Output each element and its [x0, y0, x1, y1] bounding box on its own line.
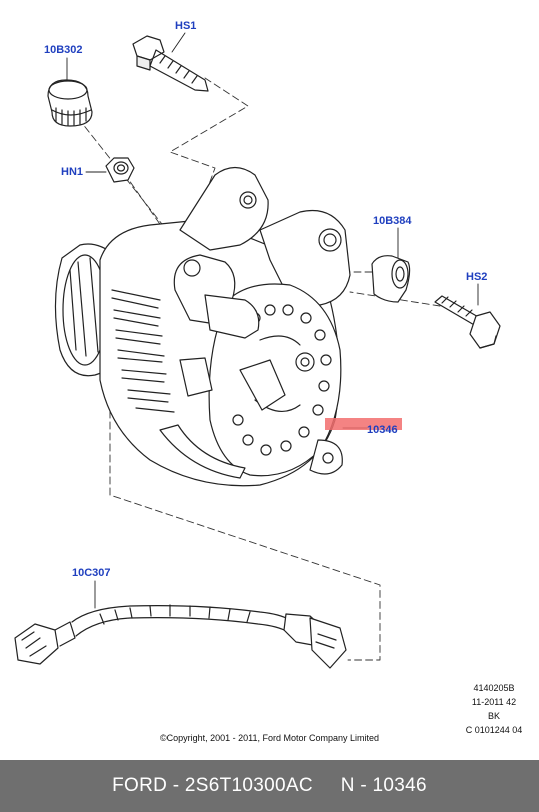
bolt-hs1-icon [132, 35, 209, 92]
alternator-body [54, 166, 351, 487]
callout-10b384: 10B384 [373, 215, 412, 227]
callout-10c307: 10C307 [72, 567, 111, 579]
ref-code-2: 11-2011 42 [471, 697, 517, 707]
ref-code-1: 4140205B [473, 683, 515, 693]
ref-code-4: C 0101244 04 [465, 725, 523, 735]
callout-10b302: 10B302 [44, 44, 83, 56]
bolt-hs2-icon [434, 295, 501, 349]
callout-hs1: HS1 [175, 20, 197, 32]
nut-hn1-icon [105, 157, 135, 183]
exploded-parts-diagram [14, 32, 501, 669]
callout-10346: 10346 [367, 424, 398, 436]
cap-10b302-icon [47, 79, 93, 127]
copyright-notice: ©Copyright, 2001 - 2011, Ford Motor Comp… [159, 733, 380, 743]
callout-hn1: HN1 [61, 166, 84, 178]
harness-10c307-icon [14, 604, 347, 669]
highlight-marker [325, 418, 402, 430]
bushing-10b384-icon [371, 255, 411, 303]
callout-hs2: HS2 [466, 271, 488, 283]
footer-bar: FORD - 2S6T10300AC N - 10346 [0, 760, 539, 812]
ref-code-3: BK [487, 711, 500, 721]
footer-part-number: FORD - 2S6T10300AC N - 10346 [112, 775, 427, 796]
